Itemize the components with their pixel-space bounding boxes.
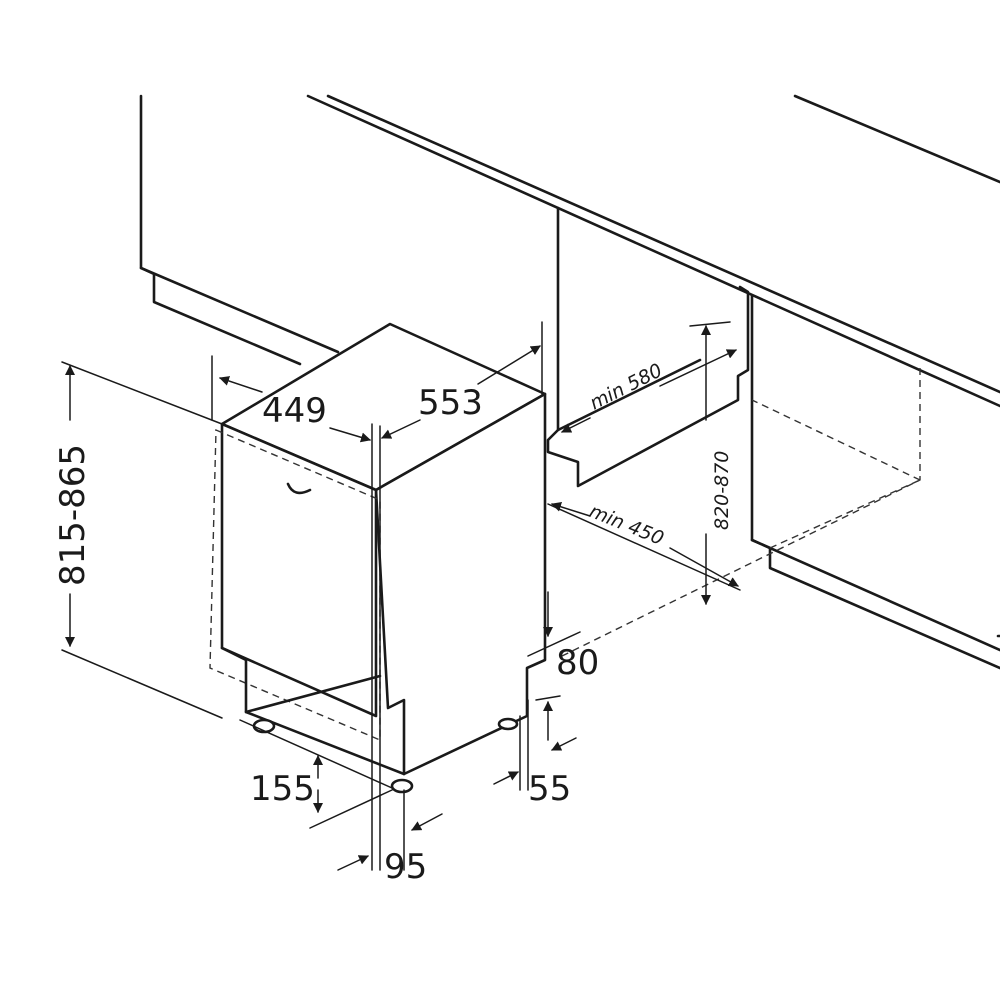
label-width: 449	[262, 391, 327, 431]
countertop-front-edge	[306, 94, 1000, 408]
label-depth: 553	[418, 383, 483, 423]
dishwasher	[209, 322, 547, 794]
dishwasher-base	[220, 646, 406, 776]
label-foot-setback: 95	[384, 847, 427, 887]
left-cabinet	[139, 94, 340, 354]
label-plinth-height: 80	[556, 643, 599, 683]
label-height: 815-865	[53, 444, 93, 586]
label-plinth-setback: 55	[528, 769, 571, 809]
kitchen-cabinets	[139, 94, 1000, 670]
dimension-lines	[61, 321, 741, 871]
countertop-back-edge	[793, 94, 1000, 184]
niche-back-line	[556, 358, 702, 432]
label-niche-height: 820-870	[711, 451, 733, 530]
right-cabinet-plinth	[750, 538, 1000, 670]
label-niche-width: min 450	[586, 500, 667, 550]
foot-front-right	[390, 778, 414, 794]
label-niche-depth: min 580	[586, 359, 666, 414]
niche-floor-outline	[561, 368, 921, 657]
left-cabinet-plinth	[139, 266, 302, 366]
countertop-top-edge	[326, 94, 1000, 394]
label-foot-height: 155	[250, 769, 315, 809]
door-handle	[286, 482, 312, 495]
dishwasher-front	[220, 422, 378, 718]
dishwasher-side	[374, 392, 547, 776]
foot-back-right	[497, 717, 519, 731]
niche-back-wall	[546, 206, 750, 488]
